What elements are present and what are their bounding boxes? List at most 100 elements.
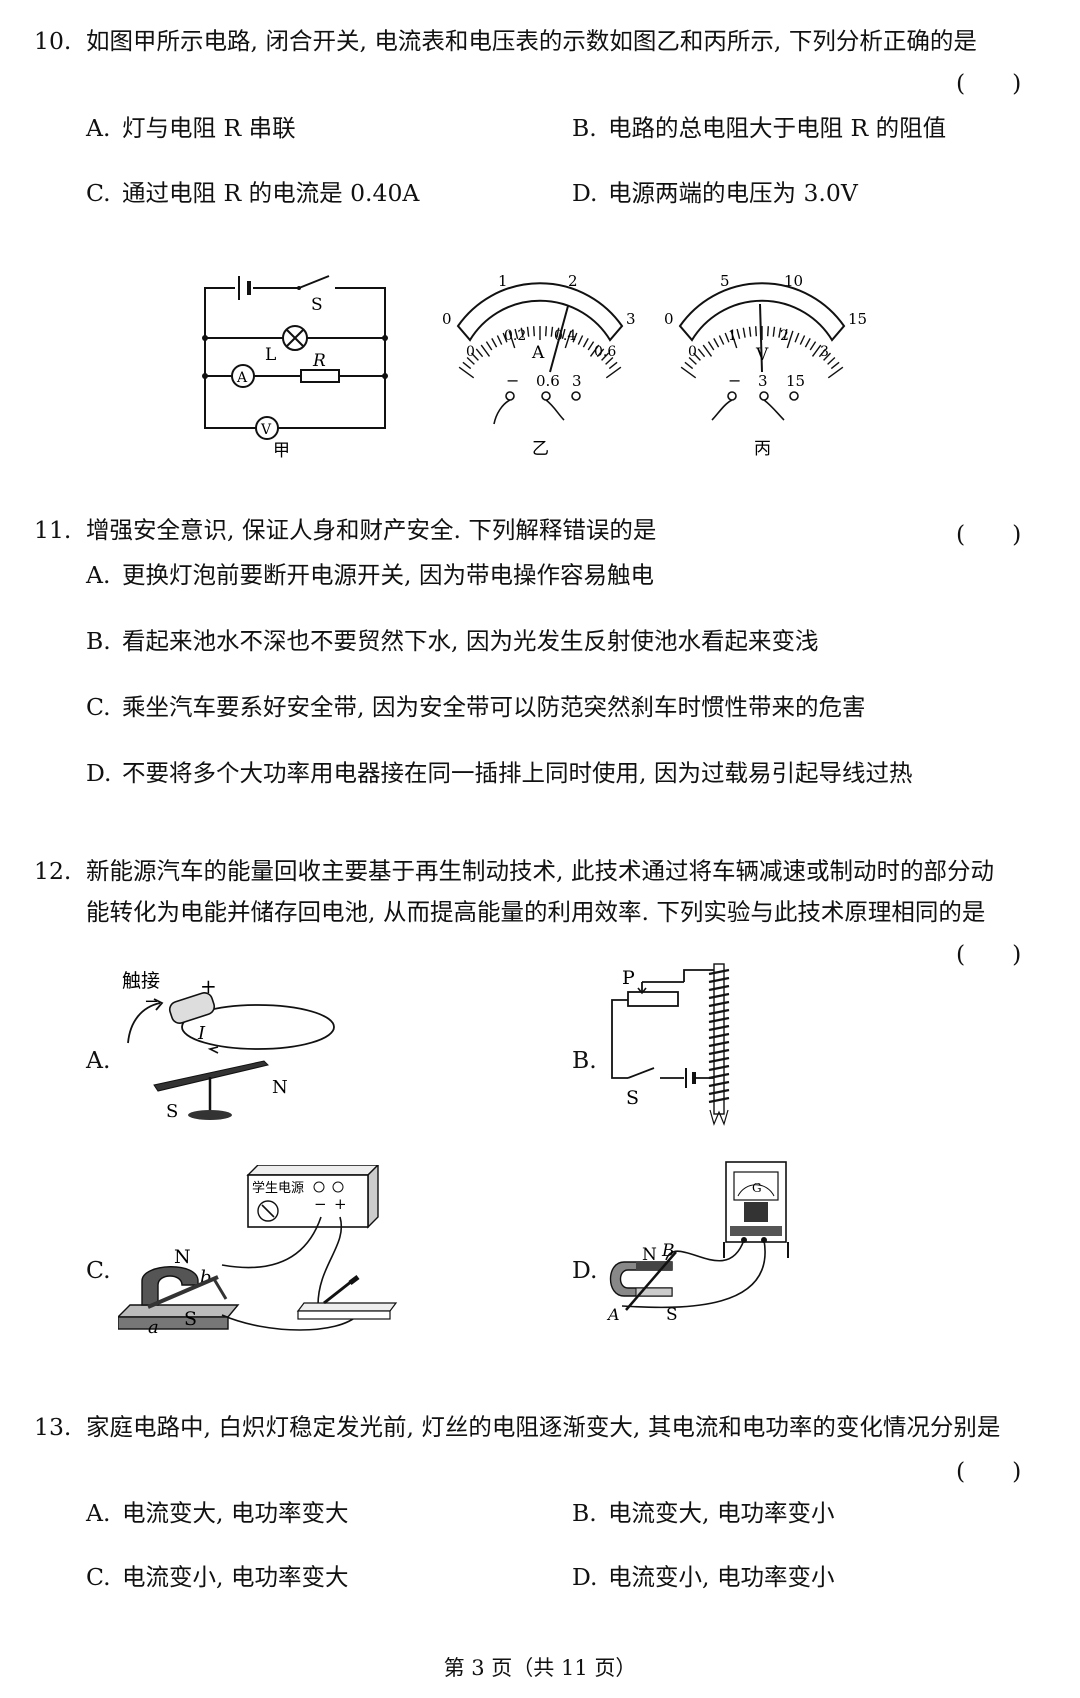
switch-label: S (311, 295, 323, 315)
terminal-label: − (506, 371, 519, 390)
terminal-label: 0.6 (536, 372, 560, 390)
q12-option-b-letter: B. (572, 1046, 597, 1074)
switch-icon (297, 275, 335, 296)
q11-answer-paren: ( ) (956, 520, 1022, 548)
dial-tick (742, 327, 746, 338)
coil-winding (708, 1016, 730, 1024)
ammeter-top-label: 2 (568, 272, 578, 290)
option-letter: C. (86, 179, 111, 207)
option-letter: B. (572, 1499, 597, 1527)
figure-caption: 丙 (754, 439, 771, 459)
dial-tick (545, 326, 547, 337)
option-text: 电流变小, 电功率变大 (122, 1563, 349, 1591)
switch-icon (627, 1067, 655, 1079)
terminal-label: − (728, 371, 741, 390)
compass-needle-icon (153, 1060, 269, 1120)
dial-tick (772, 326, 776, 337)
coil-winding (708, 1048, 730, 1056)
q11-stem: 增强安全意识, 保证人身和财产安全. 下列解释错误的是 (86, 516, 657, 544)
page-footer: 第 3 页（共 11 页） (443, 1656, 637, 1680)
dial-tick (767, 326, 769, 337)
voltmeter-label: V (260, 422, 272, 438)
terminal-label: 15 (786, 372, 805, 390)
ammeter-label: A (236, 370, 248, 386)
option-text: 看起来池水不深也不要贸然下水, 因为光发生反射使池水看起来变浅 (122, 627, 819, 655)
option-text: 电源两端的电压为 3.0V (608, 179, 858, 207)
rheostat-icon (627, 991, 679, 1007)
fig-label: A (606, 1305, 620, 1324)
q10-option-d: D.电源两端的电压为 3.0V (572, 178, 858, 208)
voltmeter-top-label: 0 (664, 310, 674, 328)
fig-label: I (197, 1023, 206, 1044)
dial-tick (462, 361, 472, 370)
q13-number: 13. (34, 1413, 72, 1441)
dial-tick (799, 335, 806, 345)
q10-circuit-diagram: S L A R V 甲 (202, 275, 388, 460)
dial-tick (724, 332, 730, 343)
q10-voltmeter-dial: 0 5 10 15 0 1 2 3 V − 3 15 丙 (664, 272, 867, 459)
voltmeter-icon: V (255, 416, 279, 440)
magnet-icon (118, 1266, 240, 1330)
q11-number: 11. (34, 516, 72, 544)
coil-winding (708, 1056, 730, 1064)
dial-tick (823, 352, 832, 361)
coil-winding (708, 1064, 730, 1072)
power-supply-icon: 学生电源 − + (246, 1165, 379, 1229)
dial-tick (804, 338, 811, 348)
q10-option-a: A.灯与电阻 R 串联 (86, 113, 296, 143)
q11-option-c: C.乘坐汽车要系好安全带, 因为安全带可以防范突然刹车时惯性带来的危害 (86, 692, 865, 722)
coil-winding (708, 1096, 730, 1104)
coil-winding (708, 1040, 730, 1048)
dial-tick (475, 348, 484, 358)
voltmeter-needle (759, 303, 763, 373)
option-text: 乘坐汽车要系好安全带, 因为安全带可以防范突然刹车时惯性带来的危害 (122, 693, 866, 721)
fig-label: S (666, 1305, 678, 1325)
dial-tick (827, 366, 844, 379)
q12-option-c-letter: C. (86, 1256, 111, 1284)
q10-ammeter-dial: 0 1 2 3 0 0.2 0.4 0.6 A − 0.6 3 乙 (442, 272, 636, 459)
voltmeter-bottom-label: 2 (780, 328, 789, 344)
option-text: 更换灯泡前要断开电源开关, 因为带电操作容易触电 (122, 561, 654, 589)
dial-tick (778, 327, 782, 338)
coil-winding (708, 1032, 730, 1040)
battery-icon (235, 276, 253, 300)
option-letter: A. (86, 561, 111, 589)
ammeter-bottom-label: 0.6 (594, 344, 616, 360)
q12-option-a-letter: A. (86, 1046, 111, 1074)
fig-label: + (334, 1195, 347, 1213)
galvanometer-icon: G (723, 1161, 789, 1258)
dial-tick (470, 352, 479, 361)
dial-tick (466, 356, 475, 365)
q12-option-b-figure: P S (611, 963, 730, 1126)
voltmeter-bottom-label: 1 (728, 328, 737, 344)
dial-tick (608, 361, 618, 370)
q13-option-a: A.电流变大, 电功率变大 (86, 1498, 348, 1528)
dial-tick (736, 328, 741, 339)
dial-tick (730, 330, 738, 349)
coil-winding (708, 1072, 730, 1080)
q13-answer-paren: ( ) (956, 1457, 1022, 1485)
ammeter-needle (549, 305, 569, 373)
terminal-label: 3 (572, 372, 582, 390)
fig-label: S (166, 1101, 178, 1122)
option-text: 电流变大, 电功率变小 (608, 1499, 835, 1527)
terminal-label: 3 (758, 372, 768, 390)
q12-option-c-figure: 学生电源 − + N b a S (118, 1165, 398, 1338)
dial-tick (572, 332, 578, 343)
knife-switch-icon (296, 1275, 398, 1320)
q12-option-a-figure: 触接 + − I S N (122, 970, 335, 1122)
lamp-icon (282, 325, 308, 351)
option-letter: A. (86, 114, 111, 142)
option-text: 电流变小, 电功率变小 (608, 1563, 835, 1591)
dial-tick (577, 335, 584, 345)
coil-winding (708, 1008, 730, 1016)
option-letter: D. (572, 1563, 598, 1591)
q11-option-a: A. 更换灯泡前要断开电源开关, 因为带电操作容易触电 (86, 560, 654, 590)
option-letter: D. (86, 759, 112, 787)
dial-tick (514, 328, 519, 339)
ammeter-bottom-label: 0 (466, 344, 475, 360)
dial-tick (485, 341, 493, 351)
dial-tick (688, 356, 697, 365)
dial-tick (556, 327, 560, 338)
ammeter-top-label: 3 (626, 310, 636, 328)
